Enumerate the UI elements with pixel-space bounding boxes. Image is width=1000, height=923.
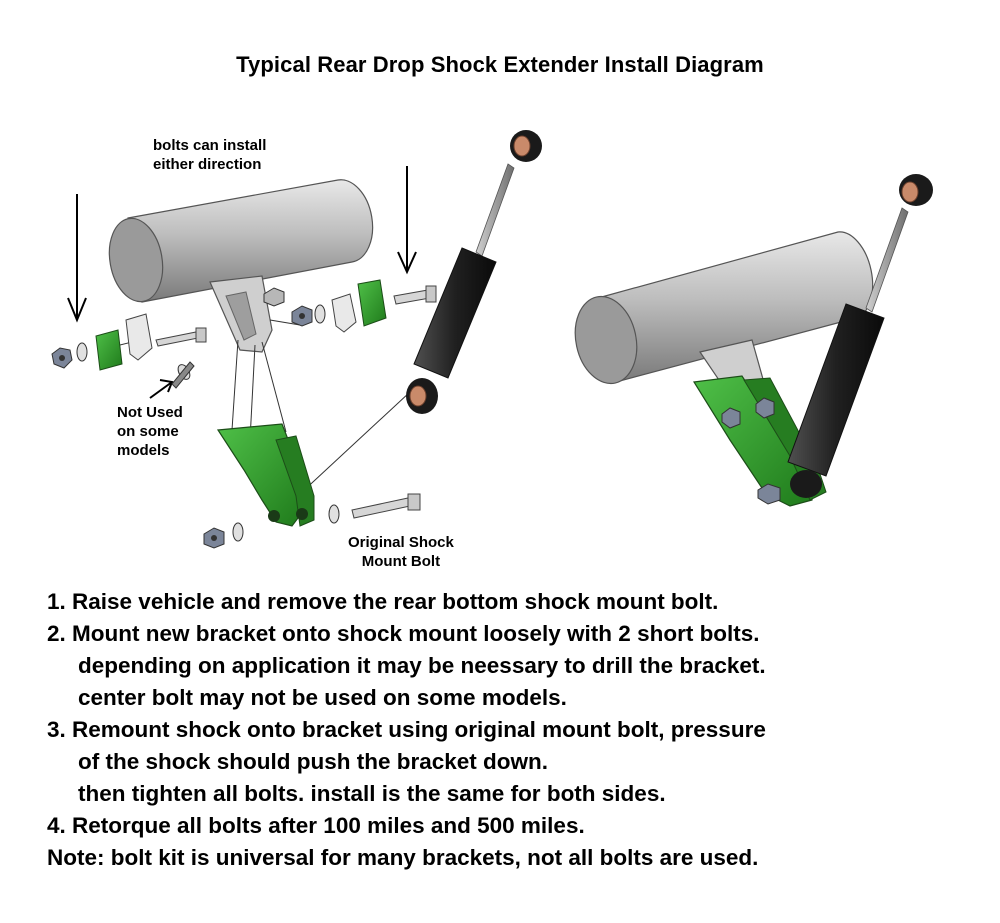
bolt-direction-label: bolts can install either direction: [153, 136, 266, 174]
diagram-title: Typical Rear Drop Shock Extender Install…: [236, 52, 764, 77]
hardware-stack-bottom: [203, 493, 421, 549]
hardware-stack-left: [51, 313, 207, 389]
not-used-line-2: on some: [117, 423, 179, 440]
not-used-label: Not Used on some models: [117, 403, 183, 460]
note: Note: bolt kit is universal for many bra…: [47, 845, 759, 870]
step-2-detail-2: center bolt may not be used on some mode…: [78, 685, 567, 710]
shock-absorber-assembled: [787, 174, 933, 498]
step-3-detail-2: then tighten all bolts. install is the s…: [78, 781, 666, 806]
exploded-and-assembled-diagram: [51, 130, 933, 549]
step-3-detail-1: of the shock should push the bracket dow…: [78, 749, 549, 774]
arrow-down-right-icon: [397, 166, 417, 275]
step-4: 4. Retorque all bolts after 100 miles an…: [47, 813, 585, 838]
arrow-down-left-icon: [67, 194, 87, 323]
extender-bracket-assembled: [692, 375, 827, 507]
hardware-stack-center: [263, 279, 437, 333]
shock-absorber-exploded: [406, 130, 542, 414]
original-bolt-line-1: Original Shock: [348, 534, 454, 551]
step-2: 2. Mount new bracket onto shock mount lo…: [47, 621, 760, 646]
step-3: 3. Remount shock onto bracket using orig…: [47, 717, 766, 742]
axle-tube-right: [574, 231, 874, 385]
arrow-up-right-icon: [149, 379, 174, 399]
install-steps: 1. Raise vehicle and remove the rear bot…: [47, 586, 766, 874]
bolt-direction-line-1: bolts can install: [153, 137, 267, 154]
assembled-view: [574, 174, 933, 507]
not-used-line-3: models: [117, 442, 170, 459]
step-1: 1. Raise vehicle and remove the rear bot…: [47, 589, 719, 614]
step-2-detail-1: depending on application it may be neess…: [78, 653, 766, 678]
axle-tube-left: [108, 179, 374, 303]
original-bolt-line-2: Mount Bolt: [361, 553, 441, 570]
bolt-direction-line-2: either direction: [153, 156, 262, 173]
not-used-line-1: Not Used: [117, 404, 183, 421]
extender-bracket-exploded: [216, 423, 315, 527]
original-bolt-label: Original Shock Mount Bolt: [348, 533, 454, 571]
exploded-view: [51, 130, 542, 549]
